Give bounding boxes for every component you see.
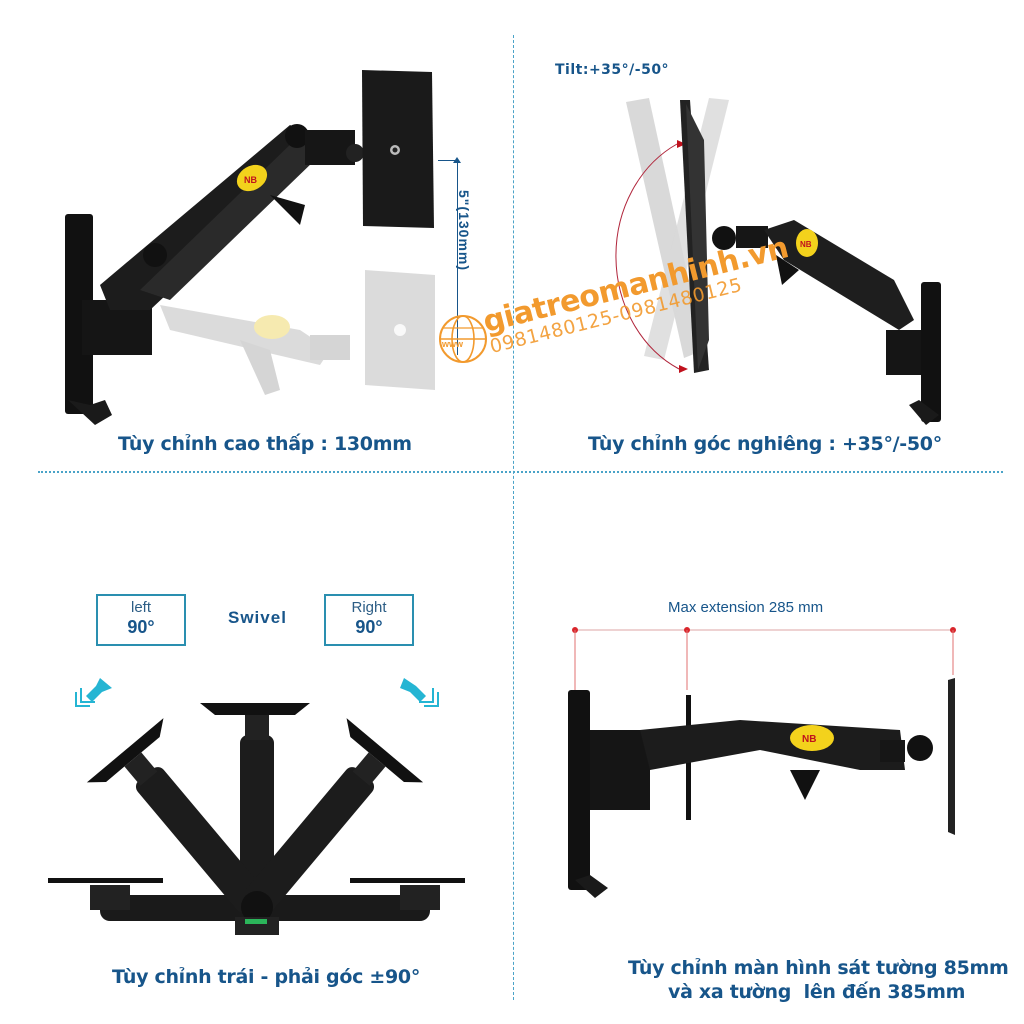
height-caption: Tùy chỉnh cao thấp : 130mm: [118, 433, 412, 455]
tilt-illustration: NB: [615, 98, 941, 425]
swivel-right-value: 90°: [355, 617, 383, 637]
vertical-divider: [513, 35, 514, 1000]
svg-text:NB: NB: [244, 175, 257, 185]
swivel-right-label: Right: [351, 599, 387, 616]
height-adjust-illustration: NB: [65, 70, 435, 425]
swivel-right-box: Right 90°: [324, 594, 414, 646]
dimension-line: [457, 160, 458, 355]
height-dimension-label: 5"(130mm): [456, 190, 472, 272]
arrow-up-icon: [453, 157, 461, 163]
arrow-left-down-icon: [75, 678, 112, 707]
svg-text:www: www: [441, 339, 464, 349]
svg-text:NB: NB: [802, 734, 816, 745]
swivel-left-box: left 90°: [96, 594, 186, 646]
www-globe-icon: www: [439, 315, 487, 363]
swivel-left-value: 90°: [127, 617, 155, 637]
swivel-illustration: [48, 703, 465, 935]
extension-caption-line1: Tùy chỉnh màn hình sát tường 85mm: [628, 957, 1009, 979]
dimension-tick-top: [438, 160, 458, 161]
extension-title: Max extension 285 mm: [668, 599, 824, 616]
swivel-label: Swivel: [228, 608, 287, 627]
arrow-right-down-icon: [400, 678, 439, 707]
swivel-caption: Tùy chỉnh trái - phải góc ±90°: [112, 966, 421, 988]
tilt-title: Tilt:+35°/-50°: [555, 62, 670, 78]
tilt-caption: Tùy chỉnh góc nghiêng : +35°/-50°: [588, 433, 942, 455]
svg-text:NB: NB: [800, 240, 812, 249]
extension-illustration: NB: [568, 627, 956, 898]
extension-caption-line2: và xa tường lên đến 385mm: [668, 981, 966, 1003]
swivel-left-label: left: [130, 599, 151, 616]
horizontal-divider: [38, 471, 1003, 473]
